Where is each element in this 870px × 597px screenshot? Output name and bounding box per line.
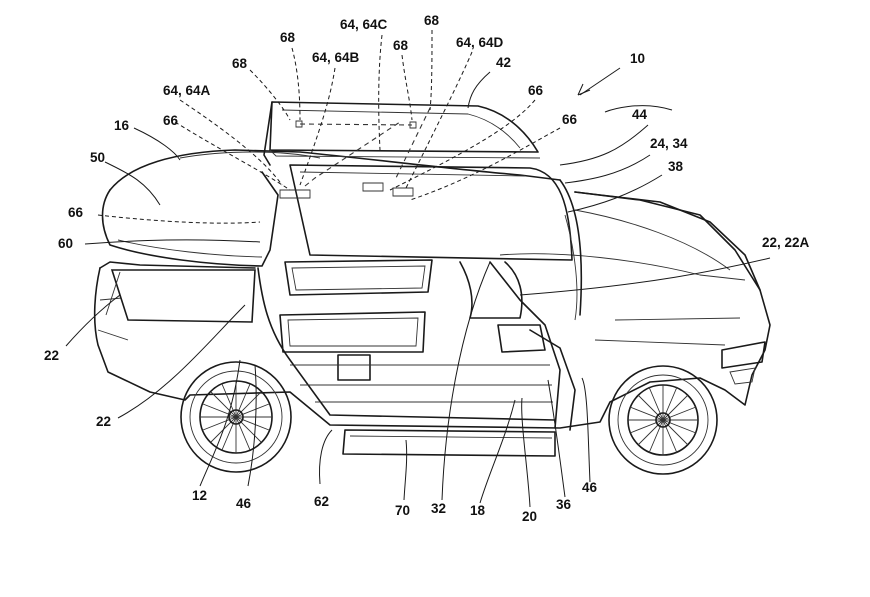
label-60: 60	[58, 236, 73, 251]
label-32: 32	[431, 501, 446, 516]
label-68c: 68	[393, 38, 409, 53]
label-16: 16	[114, 118, 130, 133]
label-70: 70	[395, 503, 410, 518]
label-36: 36	[556, 497, 572, 512]
label-10: 10	[630, 51, 645, 66]
label-42: 42	[496, 55, 511, 70]
label-22-side: 22	[96, 414, 111, 429]
roof-panel	[101, 101, 583, 321]
label-12: 12	[192, 488, 207, 503]
side-opening	[257, 259, 576, 457]
label-68a: 68	[232, 56, 248, 71]
label-22-22a: 22, 22A	[762, 235, 810, 250]
label-66-right: 66	[562, 112, 578, 127]
label-24-34: 24, 34	[650, 136, 688, 151]
label-50: 50	[90, 150, 105, 165]
label-68d: 68	[424, 13, 440, 28]
label-38: 38	[668, 159, 684, 174]
label-46-front: 46	[582, 480, 598, 495]
label-66-lower-left: 66	[68, 205, 84, 220]
label-46-rear: 46	[236, 496, 252, 511]
label-64d: 64, 64D	[456, 35, 504, 50]
label-68b: 68	[280, 30, 296, 45]
label-62: 62	[314, 494, 329, 509]
leader-lines	[65, 29, 771, 508]
label-20: 20	[522, 509, 537, 524]
label-18: 18	[470, 503, 486, 518]
label-66-upper-right: 66	[528, 83, 544, 98]
reference-labels: 10 42 64, 64D 68 64, 64C 68 64, 64B 68 6…	[44, 13, 810, 524]
label-64a: 64, 64A	[163, 83, 211, 98]
label-66-left: 66	[163, 113, 179, 128]
label-22-rear: 22	[44, 348, 59, 363]
label-64c: 64, 64C	[340, 17, 388, 32]
label-64b: 64, 64B	[312, 50, 360, 65]
label-44: 44	[632, 107, 648, 122]
vehicle-body	[93, 191, 771, 475]
